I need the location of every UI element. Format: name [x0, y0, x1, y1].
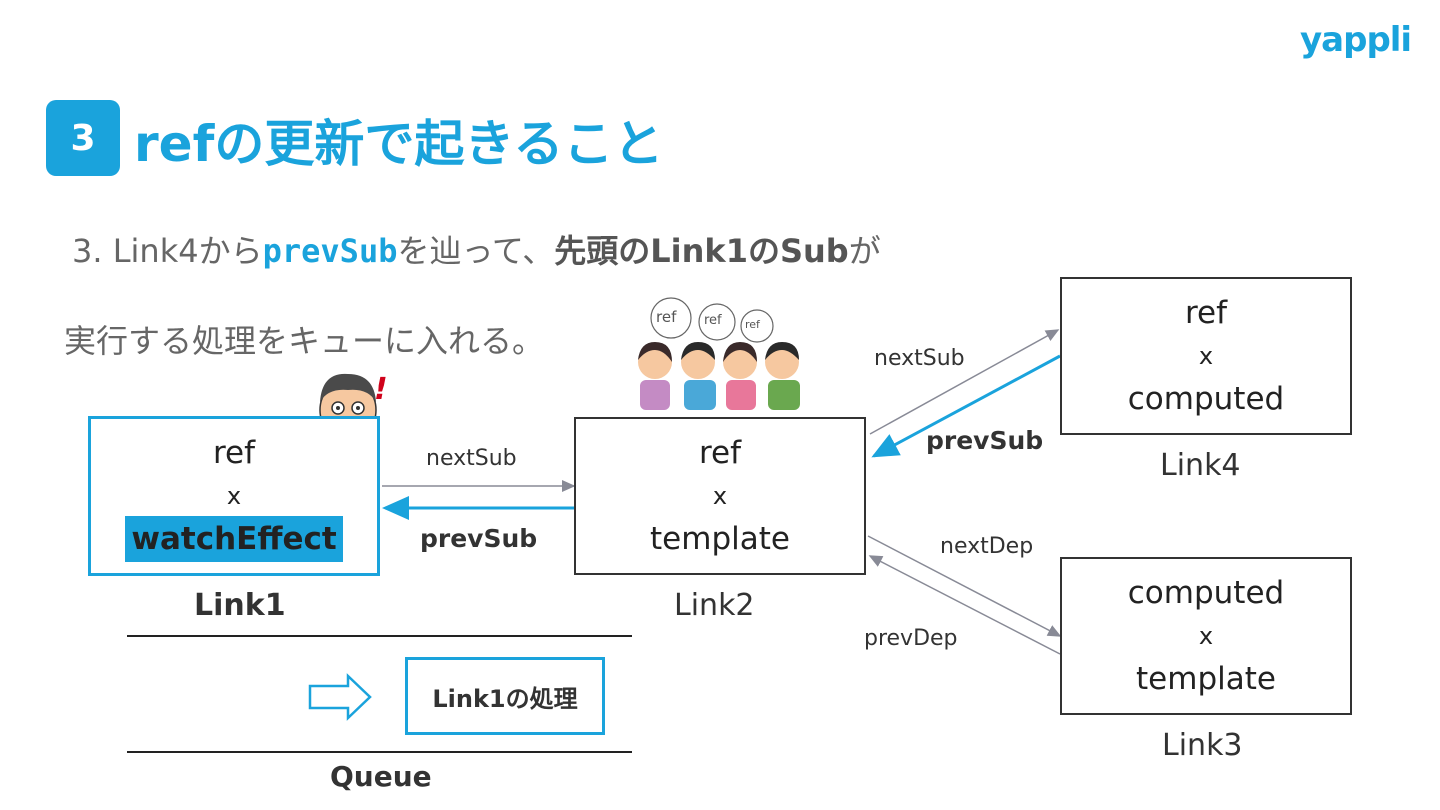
- edge-label-l3-l2-prev: prevDep: [864, 626, 958, 651]
- node-link3-caption: Link3: [1162, 728, 1243, 763]
- speech-bubble-1: ref: [656, 308, 677, 326]
- speech-bubble-2: ref: [704, 313, 722, 328]
- node-link1-x: x: [226, 482, 242, 510]
- body-line-1-mid: を辿って、: [397, 232, 555, 270]
- body-line-1-code: prevSub: [262, 232, 398, 270]
- body-line-1-suffix: が: [848, 232, 881, 270]
- edge-label-l1-l2-next: nextSub: [426, 446, 517, 471]
- body-line-2: 実行する処理をキューに入れる。: [64, 322, 545, 360]
- node-link4-caption: Link4: [1160, 448, 1241, 483]
- node-link4-bottom: computed: [1127, 381, 1285, 417]
- node-link2: ref x template: [574, 417, 866, 575]
- gossiping-people-icon: [638, 297, 800, 410]
- node-link1: ref x watchEffect: [88, 416, 380, 576]
- speech-bubble-3: ref: [745, 318, 760, 331]
- node-link2-top: ref: [698, 435, 742, 471]
- exclamation-mark: !: [374, 372, 388, 407]
- node-link3-bottom: template: [1136, 661, 1276, 697]
- hollow-arrow-right-icon: [308, 673, 372, 721]
- node-link3-top: computed: [1127, 575, 1285, 611]
- queue-label: Queue: [330, 760, 432, 793]
- node-link4-top: ref: [1184, 295, 1228, 331]
- brand-logo: yappli: [1300, 20, 1412, 60]
- edge-l4-l2-prev: [871, 354, 1061, 458]
- queue-top-line: [127, 635, 632, 637]
- edge-l2-l3-next: [867, 535, 1062, 637]
- edge-label-l2-l3-next: nextDep: [940, 534, 1034, 559]
- node-link1-bottom: watchEffect: [125, 516, 343, 562]
- edge-label-l2-l1-prev: prevSub: [420, 524, 538, 553]
- node-link1-top: ref: [212, 435, 256, 471]
- node-link4: ref x computed: [1060, 277, 1352, 435]
- slide-title: refの更新で起きること: [134, 115, 664, 173]
- queue-bottom-line: [127, 751, 632, 753]
- node-link4-x: x: [1198, 342, 1214, 370]
- node-link3-x: x: [1198, 622, 1214, 650]
- node-link1-caption: Link1: [194, 588, 286, 623]
- node-link2-caption: Link2: [674, 588, 755, 623]
- node-link2-x: x: [712, 482, 728, 510]
- edge-label-l4-l2-prev: prevSub: [926, 426, 1044, 455]
- queue-item: Link1の処理: [405, 657, 605, 735]
- body-line-1: 3. Link4からprevSubを辿って、先頭のLink1のSubが: [72, 226, 881, 272]
- section-number-badge: 3: [46, 100, 120, 176]
- edge-label-l2-l4-next: nextSub: [874, 346, 965, 371]
- edge-l2-l4-next: [869, 329, 1060, 435]
- node-link2-bottom: template: [650, 521, 790, 557]
- edge-l3-l2-prev: [868, 555, 1061, 655]
- body-line-1-bold: 先頭のLink1のSub: [554, 232, 849, 270]
- body-line-1-prefix: 3. Link4から: [72, 232, 263, 270]
- node-link3: computed x template: [1060, 557, 1352, 715]
